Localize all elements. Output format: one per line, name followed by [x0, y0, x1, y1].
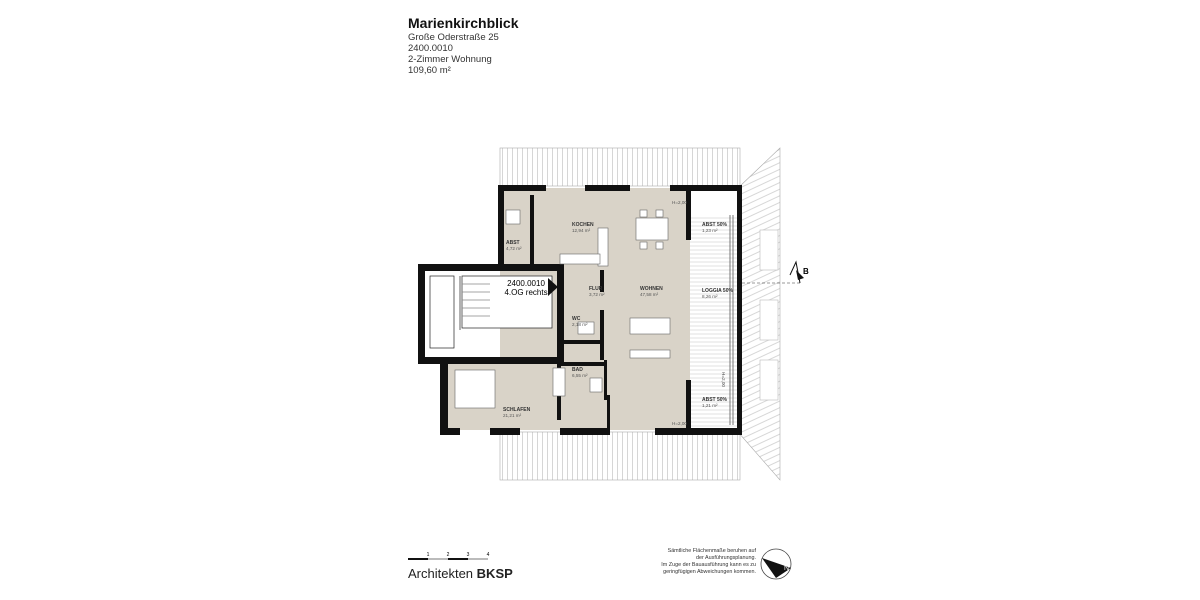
svg-text:1: 1	[427, 552, 430, 558]
room-name: SCHLAFEN	[503, 407, 531, 413]
room-name: WC	[572, 316, 581, 322]
room-area: 1,23 m²	[702, 228, 718, 233]
room-area: 6,55 m²	[572, 373, 588, 378]
room-name: WOHNEN	[640, 286, 663, 292]
svg-text:4: 4	[487, 552, 490, 558]
roof-hatching	[499, 147, 781, 481]
room-name: ABST	[506, 240, 520, 246]
height-mark: H=2,00	[672, 421, 687, 426]
scale-bar: 1 2 3 4	[408, 552, 490, 560]
room-name: ABST 50%	[702, 222, 728, 228]
architect-credit: Architekten BKSP	[408, 566, 513, 581]
room-name: KOCHEN	[572, 222, 594, 228]
room-name: BAD	[572, 367, 583, 373]
bed	[454, 369, 496, 409]
room-area: 4,72 m²	[506, 246, 522, 251]
unit-number: 2400.0010	[408, 43, 453, 54]
room-name: LOGGIA 50%	[702, 288, 733, 294]
height-mark: H=2,00	[672, 200, 687, 205]
room-area: 47,58 m²	[640, 292, 659, 297]
address: Große Oderstraße 25	[408, 32, 499, 43]
svg-text:B: B	[803, 267, 809, 276]
room-name: FLUR	[589, 286, 603, 292]
room-area: 3,72 m²	[589, 292, 605, 297]
sofa	[629, 317, 671, 335]
disclaimer-note: Sämtliche Flächenmaße beruhen auf der Au…	[661, 548, 756, 575]
svg-text:4.OG rechts: 4.OG rechts	[504, 288, 547, 297]
height-mark: H=2,00	[721, 372, 726, 387]
room-labels: ABST 4,72 m² KOCHEN 12,94 m² FLUR 3,72 m…	[503, 200, 733, 426]
room-name: ABST 50%	[702, 397, 728, 403]
room-area: 1,21 m²	[702, 403, 718, 408]
bathtub	[552, 367, 566, 397]
furniture	[454, 209, 671, 409]
svg-text:2400.0010: 2400.0010	[507, 279, 545, 288]
sideboard	[629, 349, 671, 359]
section-arrow-icon	[796, 270, 804, 280]
unit-type: 2-Zimmer Wohnung	[408, 54, 492, 65]
entrance-arrow-icon	[548, 278, 558, 296]
svg-text:N: N	[784, 565, 789, 572]
north-arrow-icon: N	[760, 548, 792, 580]
walls	[418, 185, 742, 435]
plan-header: Marienkirchblick Große Oderstraße 25 240…	[408, 14, 519, 76]
room-area: 8,26 m²	[702, 294, 718, 299]
room-area: 21,21 m²	[503, 413, 522, 418]
room-area: 12,94 m²	[572, 228, 591, 233]
section-marker: B	[742, 260, 809, 284]
room-area: 2,18 m²	[572, 322, 588, 327]
unit-tag: 2400.0010 4.OG rechts	[504, 277, 558, 298]
svg-text:3: 3	[467, 552, 470, 558]
dining-table	[635, 217, 669, 241]
project-title: Marienkirchblick	[408, 15, 519, 31]
unit-area: 109,60 m²	[408, 65, 451, 76]
loggia-railing	[729, 215, 734, 425]
kitchen-counter	[597, 227, 609, 267]
svg-text:2: 2	[447, 552, 450, 558]
